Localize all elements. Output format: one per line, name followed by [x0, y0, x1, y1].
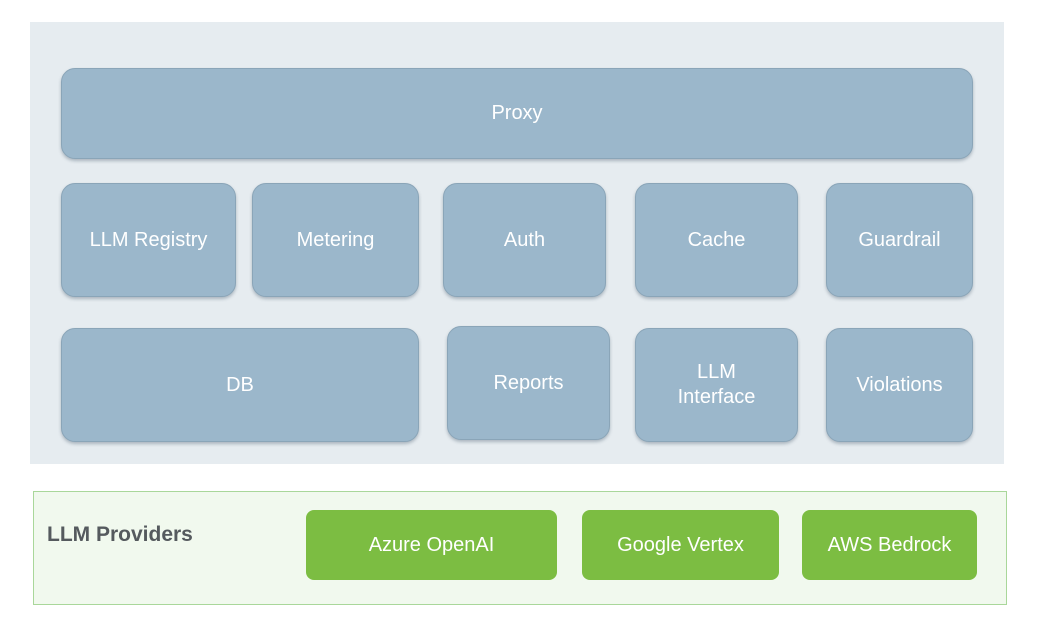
provider-aws-bedrock-label: AWS Bedrock — [827, 533, 952, 556]
auth-label: Auth — [503, 228, 546, 251]
violations-box: Violations — [826, 328, 973, 442]
llm-interface-box: LLM Interface — [635, 328, 798, 442]
provider-azure-openai: Azure OpenAI — [306, 510, 557, 580]
violations-label: Violations — [856, 373, 943, 396]
auth-box: Auth — [443, 183, 606, 297]
metering-box: Metering — [252, 183, 419, 297]
metering-label: Metering — [296, 228, 375, 251]
reports-box: Reports — [447, 326, 610, 440]
provider-aws-bedrock: AWS Bedrock — [802, 510, 977, 580]
llm-registry-label: LLM Registry — [89, 228, 208, 251]
provider-google-vertex: Google Vertex — [582, 510, 779, 580]
cache-label: Cache — [687, 228, 746, 251]
proxy-box: Proxy — [61, 68, 973, 159]
llm-interface-label: LLM Interface — [677, 361, 756, 408]
db-box: DB — [61, 328, 419, 442]
reports-label: Reports — [493, 371, 564, 394]
provider-google-vertex-label: Google Vertex — [617, 533, 744, 556]
guardrail-label: Guardrail — [858, 228, 941, 251]
llm-providers-label: LLM Providers — [47, 523, 193, 546]
cache-box: Cache — [635, 183, 798, 297]
llm-registry-box: LLM Registry — [61, 183, 236, 297]
provider-azure-openai-label: Azure OpenAI — [368, 533, 495, 556]
db-label: DB — [226, 373, 254, 396]
proxy-label: Proxy — [491, 102, 543, 124]
guardrail-box: Guardrail — [826, 183, 973, 297]
